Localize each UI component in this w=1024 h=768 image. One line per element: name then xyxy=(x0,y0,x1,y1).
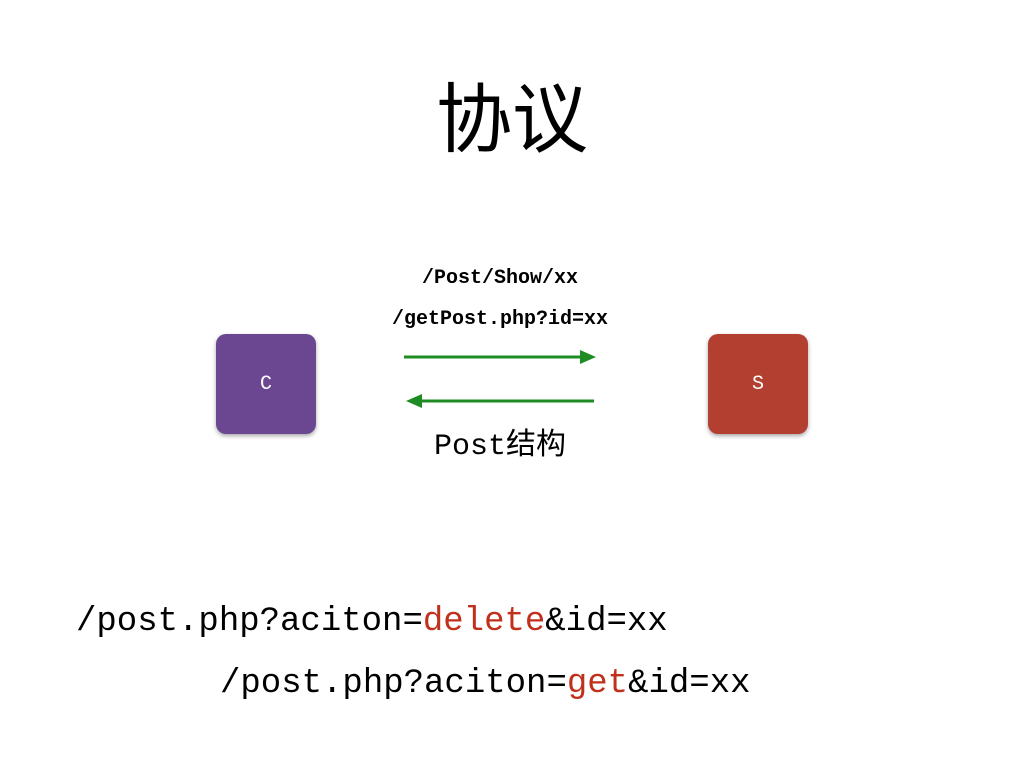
arrow-group xyxy=(404,350,596,408)
url-line-get: /post.php?aciton=get&id=xx xyxy=(220,662,751,706)
slide-title: 协议 xyxy=(436,75,588,164)
request-arrow xyxy=(404,350,596,364)
server-node: S xyxy=(708,334,808,434)
client-node: C xyxy=(216,334,316,434)
response-label-suffix: 结构 xyxy=(506,427,566,462)
client-label: C xyxy=(259,372,272,396)
url-action-get: get xyxy=(566,665,629,703)
url-action-delete: delete xyxy=(422,603,546,641)
url-line-delete: /post.php?aciton=delete&id=xx xyxy=(76,600,668,644)
url-prefix: /post.php?aciton= xyxy=(76,603,423,641)
url-prefix: /post.php?aciton= xyxy=(220,665,567,703)
request-label-rest: /Post/Show/xx xyxy=(421,267,579,290)
response-label-prefix: Post xyxy=(433,430,506,464)
url-suffix: &id=xx xyxy=(628,665,751,703)
response-label: Post结构 xyxy=(350,425,650,467)
response-arrow xyxy=(406,394,594,408)
request-label-php: /getPost.php?id=xx xyxy=(391,308,609,331)
url-suffix: &id=xx xyxy=(545,603,668,641)
server-label: S xyxy=(751,372,764,396)
